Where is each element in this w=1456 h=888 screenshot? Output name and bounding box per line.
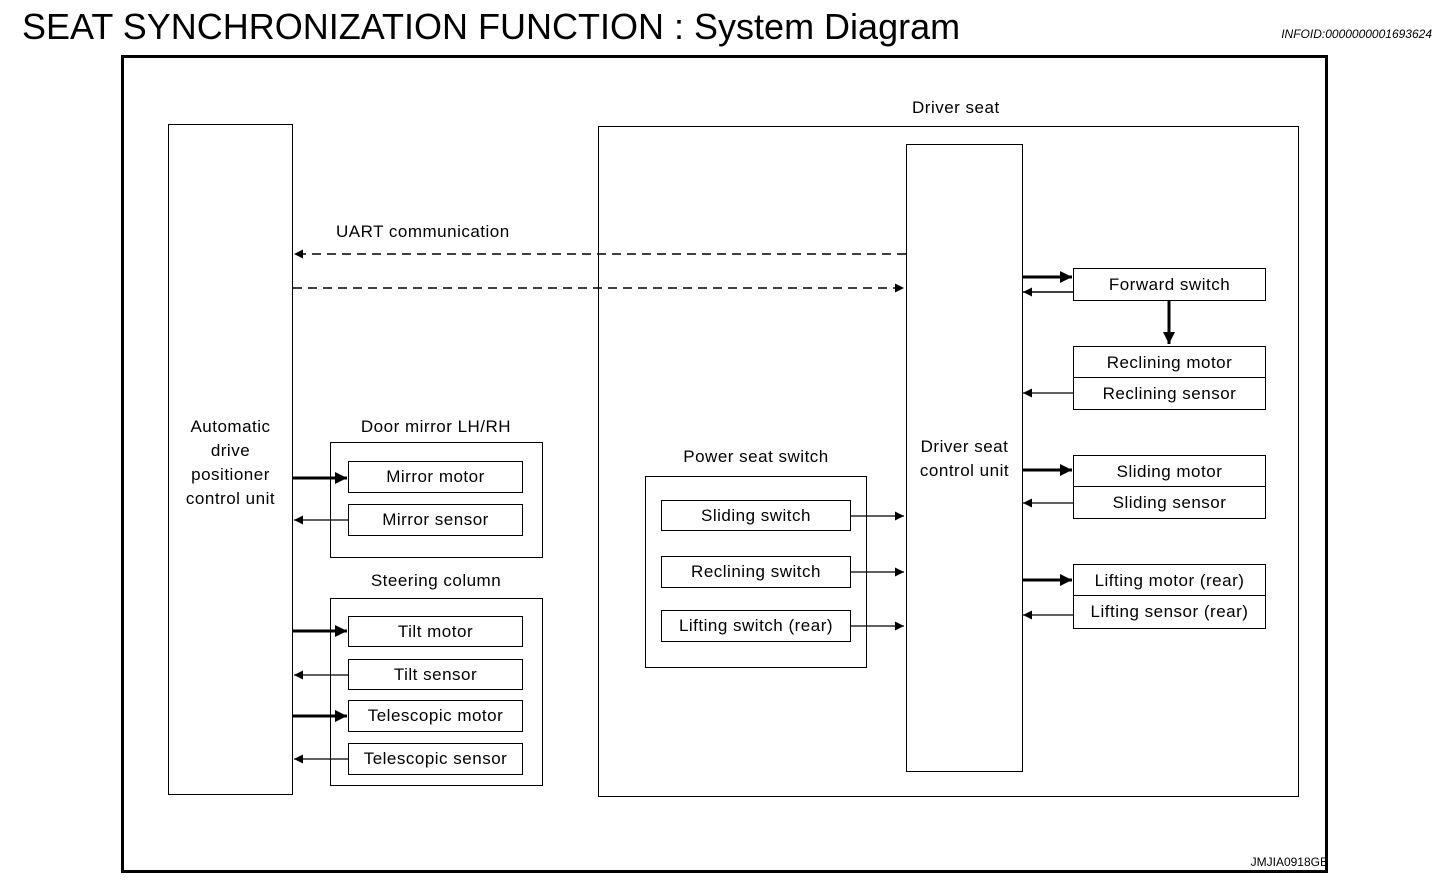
- telescopic-motor-box: Telescopic motor: [348, 700, 523, 732]
- lifting-motor-box: Lifting motor (rear): [1073, 564, 1266, 597]
- sliding-switch-box: Sliding switch: [661, 500, 851, 531]
- driver-seat-control-unit-label: Driver seat control unit: [919, 437, 1010, 480]
- reclining-switch-box: Reclining switch: [661, 556, 851, 588]
- page-title: SEAT SYNCHRONIZATION FUNCTION : System D…: [22, 6, 961, 47]
- lifting-switch-box: Lifting switch (rear): [661, 610, 851, 642]
- sliding-motor-box: Sliding motor: [1073, 455, 1266, 488]
- power-seat-switch-title: Power seat switch: [683, 447, 829, 466]
- tilt-sensor-box: Tilt sensor: [348, 659, 523, 690]
- reclining-sensor-box: Reclining sensor: [1073, 377, 1266, 410]
- figure-code: JMJIA0918GB: [1250, 855, 1328, 869]
- info-id: INFOID:0000000001693624: [1281, 27, 1432, 41]
- door-mirror-group: [330, 442, 543, 558]
- telescopic-sensor-box: Telescopic sensor: [348, 743, 523, 775]
- forward-switch-box: Forward switch: [1073, 268, 1266, 301]
- door-mirror-title: Door mirror LH/RH: [360, 417, 512, 436]
- mirror-sensor-box: Mirror sensor: [348, 504, 523, 536]
- diagram-frame: [121, 55, 1328, 873]
- driver-seat-control-unit: Driver seat control unit: [906, 144, 1023, 772]
- steering-column-title: Steering column: [370, 571, 502, 590]
- mirror-motor-box: Mirror motor: [348, 461, 523, 493]
- driver-seat-group: [598, 126, 1299, 797]
- power-seat-switch-group: [645, 476, 867, 668]
- tilt-motor-box: Tilt motor: [348, 616, 523, 647]
- reclining-motor-box: Reclining motor: [1073, 346, 1266, 379]
- driver-seat-title: Driver seat: [912, 98, 1000, 117]
- uart-label: UART communication: [336, 222, 510, 241]
- sliding-sensor-box: Sliding sensor: [1073, 486, 1266, 519]
- lifting-sensor-box: Lifting sensor (rear): [1073, 595, 1266, 629]
- steering-column-group: [330, 598, 543, 786]
- adp-control-unit: Automatic drive positioner control unit: [168, 124, 293, 795]
- adp-control-unit-label: Automatic drive positioner control unit: [185, 417, 276, 508]
